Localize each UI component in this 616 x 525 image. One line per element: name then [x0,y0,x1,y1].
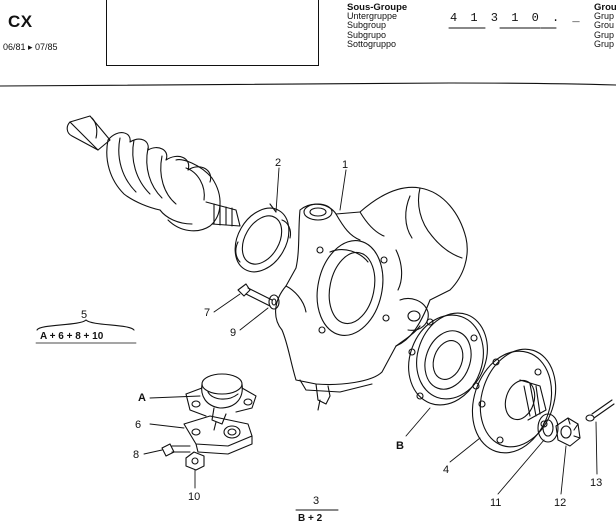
steering-knuckle [275,186,468,411]
callout-3-formula: B + 2 [298,513,323,524]
subgroup-label-en: Subgroup [347,20,387,31]
subgroup-label-it: Sottogruppo [347,38,397,49]
wheel-hub [471,348,557,454]
callout-7: 7 [204,307,210,319]
group-label-es: Grup [594,29,615,40]
subgroup-label-fr: Sous-Groupe [347,2,408,13]
header-rule [0,82,616,87]
group-labels: Grou Grup Grou Grup Grup [594,3,616,49]
callout-B: B [396,440,404,452]
callout-9: 9 [230,327,236,339]
brace-5 [36,319,135,331]
subgroup-code: 4 1 3 1 0 . _ [450,11,583,25]
group-label-en: Grou [594,20,615,31]
callout-1: 1 [342,159,348,171]
group-label-it: Grup [594,38,615,49]
subgroup-label-de: Untergruppe [347,11,398,22]
oil-seal [234,203,292,273]
ball-joint [185,373,257,431]
callout-3-number: 3 [313,495,319,507]
hub-washer [537,413,559,443]
leader-lines [143,167,598,495]
bearing-assembly [408,312,488,406]
callout-5-number: 5 [81,309,87,321]
lower-bracket [183,415,253,455]
subgroup-label-es: Subgrupo [347,29,387,40]
subgroup-labels: Sous-Groupe Untergruppe Subgroup Subgrup… [347,3,407,49]
callout-13: 13 [590,477,602,489]
callout-A: A [138,392,146,404]
bracket-nut [185,451,205,471]
callout-6: 6 [135,419,141,431]
callout-2: 2 [275,157,281,169]
callout-10: 10 [188,491,200,503]
title-box [106,0,319,66]
callout-labels: 2 1 5 A + 6 + 8 + 10 7 9 A 6 8 10 B 4 11… [40,157,602,524]
callout-11: 11 [490,497,501,509]
bolt-and-washer [237,283,280,310]
callout-12: 12 [554,497,566,509]
bracket-bolt [161,443,191,457]
callout-8: 8 [133,449,139,461]
callout-4: 4 [443,464,449,476]
group-label-de: Grup [594,11,615,22]
castle-nut [555,417,581,447]
callout-5-formula: A + 6 + 8 + 10 [40,331,104,342]
driveshaft-boot [66,115,241,232]
group-label-fr: Grou [594,2,616,13]
date-range: 06/81 ▸ 07/85 [3,42,58,52]
model-code: CX [8,12,33,31]
split-pin [585,399,615,422]
